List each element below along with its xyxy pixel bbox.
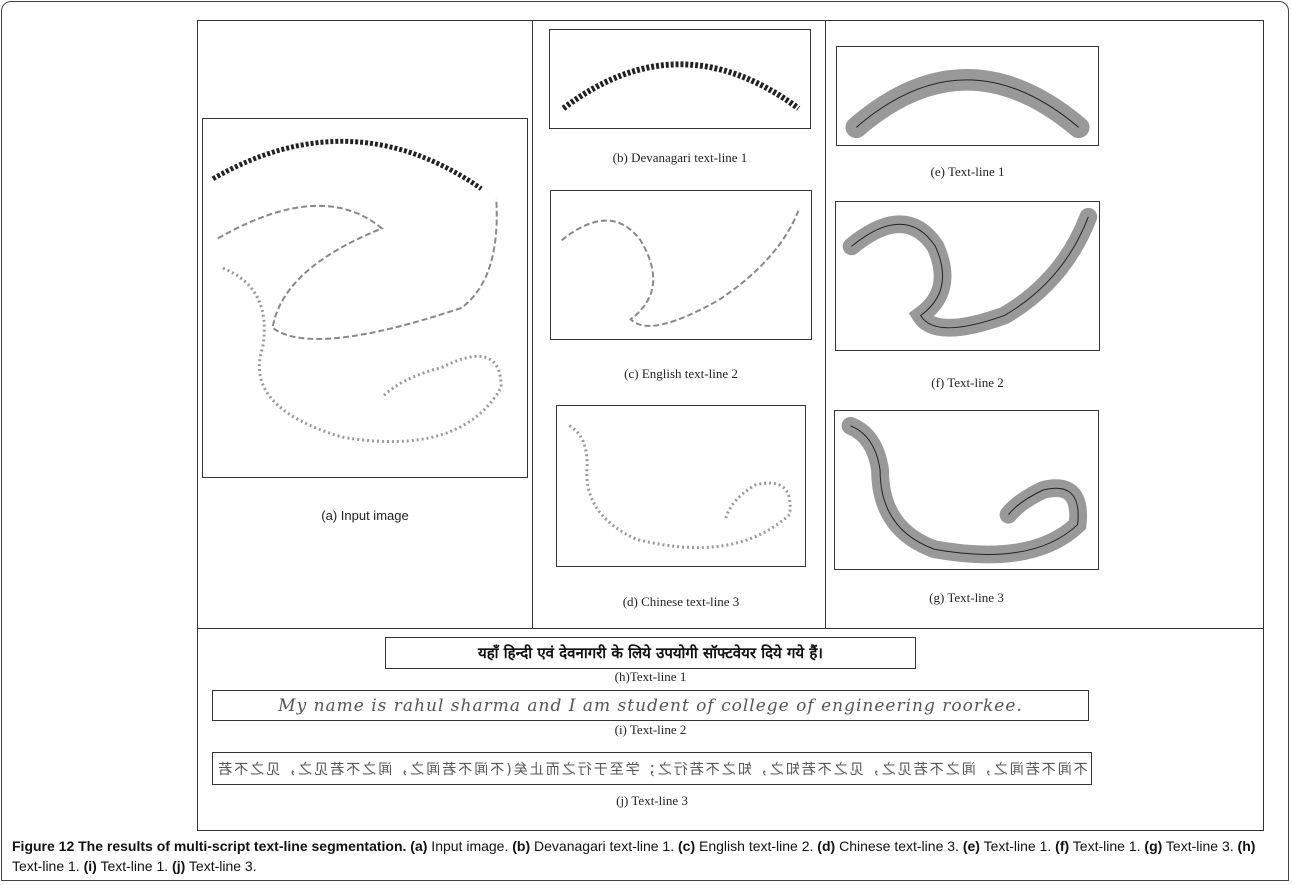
textline-2-mask: [842, 207, 1098, 337]
caption-h: (h)Text-line 1: [614, 669, 687, 684]
caption-item-text: Text-line 1.: [96, 858, 173, 874]
caption-item-key: (d): [817, 838, 836, 854]
caption-item-key: (e): [962, 838, 980, 854]
caption-item-key: (j): [172, 858, 186, 874]
caption-item-text: English text-line 2.: [695, 838, 818, 854]
caption-item-text: Text-line 3.: [185, 858, 257, 874]
caption-item-text: Text-line 3.: [1162, 838, 1238, 854]
textline-3-panel: [834, 410, 1099, 570]
caption-item-key: (b): [512, 838, 531, 854]
caption-g: (g) Text-line 3: [929, 590, 1004, 605]
textline-3-mask: [841, 416, 1088, 564]
devanagari-curve: [561, 61, 801, 111]
textline-2-panel: [835, 201, 1100, 351]
figure-grid: [197, 20, 1264, 831]
chinese-strip-text: 不闻不若闻之，闻之不若见之，见之不若知之，知之不若行之；学至于行之而止矣(不闻不…: [216, 761, 1088, 778]
chinese-curve: [568, 424, 792, 549]
caption-item-key: (i): [83, 858, 97, 874]
caption-e: (e) Text-line 1: [930, 164, 1005, 179]
caption-item-key: (g): [1144, 838, 1163, 854]
caption-j: (j) Text-line 3: [616, 793, 688, 808]
caption-d: (d) Chinese text-line 3: [622, 594, 740, 609]
caption-item-key: (c): [678, 838, 696, 854]
english-curve: [560, 210, 800, 327]
caption-item-text: Input image.: [427, 838, 513, 854]
caption-item-text: Text-line 1.: [1069, 838, 1145, 854]
figure-caption-items: (a) Input image. (b) Devanagari text-lin…: [12, 838, 1255, 874]
caption-f: (f) Text-line 2: [931, 375, 1004, 390]
grid-divider: [532, 20, 533, 629]
caption-b: (b) Devanagari text-line 1: [612, 150, 748, 165]
caption-item-text: Devanagari text-line 1.: [530, 838, 678, 854]
input-image: [211, 138, 503, 444]
caption-item-text: Chinese text-line 3.: [835, 838, 963, 854]
english-strip-text: My name is rahul sharma and I am student…: [278, 695, 1023, 716]
grid-divider: [825, 20, 826, 629]
devanagari-strip: यहाँ हिन्दी एवं देवनागरी के लिये उपयोगी …: [385, 637, 916, 669]
caption-item-text: Text-line 1.: [12, 858, 84, 874]
caption-a: (a) Input image: [321, 508, 409, 523]
input-image-panel: [202, 118, 528, 478]
devanagari-line-panel: [549, 29, 811, 129]
caption-c: (c) English text-line 2: [624, 366, 738, 381]
devanagari-strip-text: यहाँ हिन्दी एवं देवनागरी के लिये उपयोगी …: [478, 644, 823, 662]
caption-item-key: (f): [1055, 838, 1070, 854]
caption-i: (i) Text-line 2: [614, 722, 687, 737]
chinese-strip: 不闻不若闻之，闻之不若见之，见之不若知之，知之不若行之；学至于行之而止矣(不闻不…: [212, 752, 1092, 785]
figure-caption: Figure 12 The results of multi-script te…: [12, 836, 1272, 876]
caption-item-text: Text-line 1.: [979, 838, 1056, 854]
grid-divider: [197, 628, 1264, 629]
textline-1-panel: [836, 46, 1099, 146]
chinese-line-panel: [556, 405, 806, 567]
textline-1-mask: [845, 69, 1090, 139]
caption-item-key: (h): [1237, 838, 1256, 854]
caption-item-key: (a): [410, 838, 428, 854]
english-line-panel: [550, 190, 812, 340]
figure-caption-label: Figure 12 The results of multi-script te…: [12, 838, 407, 854]
english-strip: My name is rahul sharma and I am student…: [212, 690, 1089, 721]
